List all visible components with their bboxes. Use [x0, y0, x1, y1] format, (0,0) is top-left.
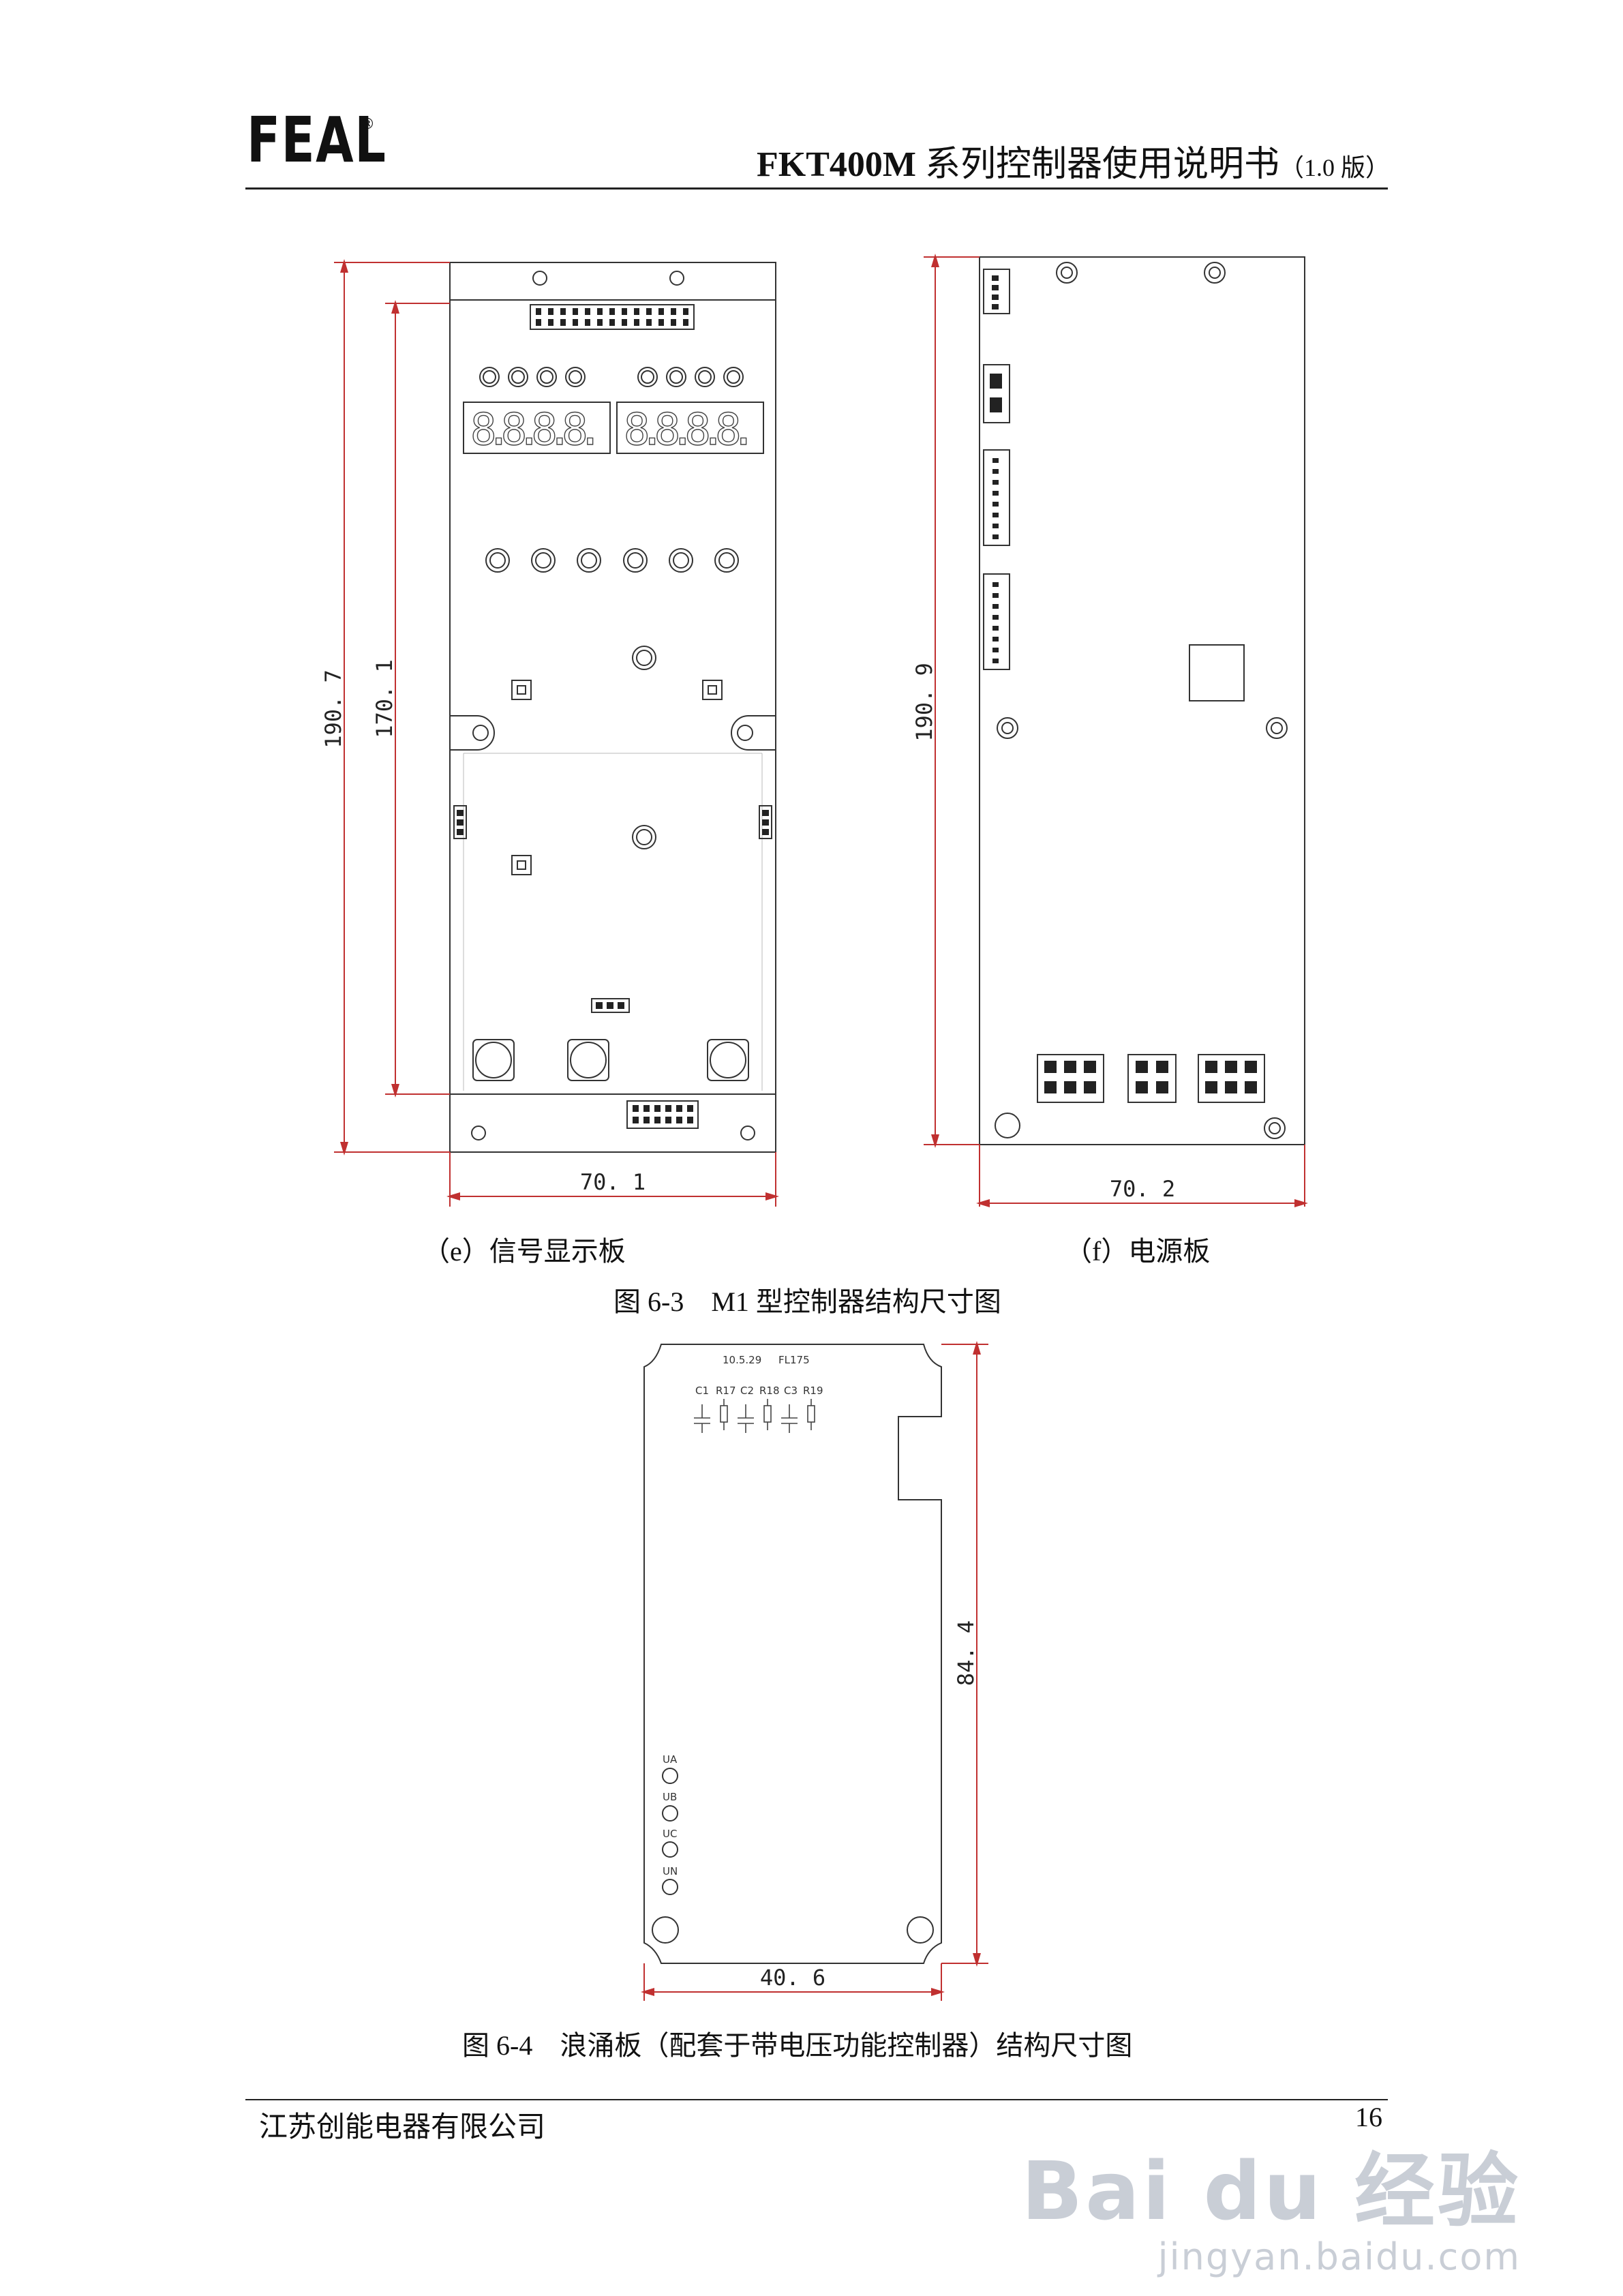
board-f-dim-height-label: 190. 9	[911, 663, 937, 742]
page-number: 16	[1355, 2102, 1382, 2132]
surge-component-c1: C1	[695, 1385, 709, 1397]
surge-board-outline	[643, 1344, 942, 1964]
watermark-brand: Bai du 经验	[1021, 2144, 1521, 2238]
company-logo: FEAL	[247, 104, 387, 177]
footer-company: 江苏创能电器有限公司	[259, 2112, 546, 2143]
board-e-display-left	[463, 402, 611, 454]
surge-terminal-uc: UC	[663, 1828, 677, 1840]
board-f-drawing	[979, 256, 1305, 1145]
document-title: FKT400M 系列控制器使用说明书（1.0 版）	[757, 135, 1390, 186]
surge-board-model: FL175	[778, 1354, 810, 1366]
surge-terminal-un: UN	[663, 1865, 678, 1877]
board-e-dimensions	[334, 259, 779, 1207]
title-model: FKT400M	[756, 145, 916, 184]
caption-figure-6-4: 图 6-4 浪涌板（配套于带电压功能控制器）结构尺寸图	[462, 2030, 1133, 2061]
surge-dim-height-label: 84. 4	[953, 1620, 979, 1686]
board-e-connector-bottom	[626, 1100, 699, 1129]
board-e-drawing	[449, 262, 776, 1153]
board-e-dim-outer-label: 190. 7	[320, 669, 346, 749]
board-e-display-digits-left: 8.8.8.8.	[470, 405, 603, 455]
surge-component-c2: C2	[740, 1385, 754, 1397]
board-f-dimensions	[924, 254, 1308, 1207]
surge-component-r17: R17	[716, 1385, 736, 1397]
board-f-dim-width-label: 70. 2	[1110, 1176, 1175, 1202]
surge-board-dimensions	[641, 1341, 988, 2001]
surge-component-c3: C3	[784, 1385, 798, 1397]
caption-board-f: （f）电源板	[1065, 1236, 1211, 1267]
board-e-led-row	[479, 367, 744, 387]
surge-terminal-ub: UB	[663, 1791, 677, 1803]
title-version: （1.0 版）	[1279, 154, 1390, 181]
caption-board-e: （e）信号显示板	[423, 1236, 626, 1267]
surge-component-r18: R18	[759, 1385, 780, 1397]
board-e-button-row	[485, 548, 739, 573]
footer-rule	[245, 2099, 1388, 2100]
board-e-dim-inner-label: 170. 1	[371, 659, 397, 738]
baidu-watermark: Bai du 经验 jingyan.baidu.com	[1021, 2126, 1521, 2278]
surge-dim-width-label: 40. 6	[760, 1965, 825, 1991]
header-rule	[245, 187, 1388, 190]
surge-component-r19: R19	[803, 1385, 823, 1397]
board-e-display-right	[616, 402, 764, 454]
title-text: 系列控制器使用说明书	[915, 145, 1279, 184]
board-e-outline	[449, 262, 776, 1153]
board-e-display-digits-right: 8.8.8.8.	[624, 405, 757, 455]
watermark-url: jingyan.baidu.com	[1157, 2235, 1521, 2278]
registered-mark: ®	[360, 116, 375, 133]
surge-board-drawing	[643, 1344, 942, 1964]
board-e-dim-width-label: 70. 1	[580, 1169, 646, 1195]
board-f-outline	[979, 256, 1305, 1145]
caption-figure-6-3: 图 6-3 M1 型控制器结构尺寸图	[613, 1286, 1001, 1317]
board-e-connector-top	[530, 304, 695, 330]
surge-board-date: 10.5.29	[723, 1354, 761, 1366]
surge-terminal-ua: UA	[663, 1753, 678, 1766]
